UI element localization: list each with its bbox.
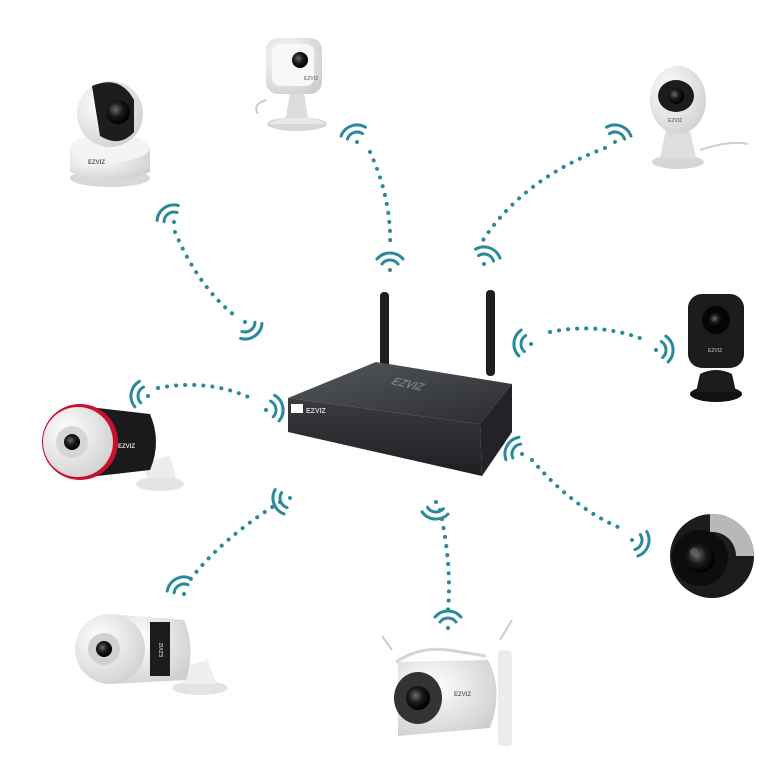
wifi-icon	[420, 497, 451, 522]
nvr-side-face	[480, 384, 512, 476]
nvr-antenna-left	[380, 292, 389, 374]
wifi-icon	[260, 392, 287, 425]
link-ball	[530, 458, 627, 532]
mini-black-camera-logo: EZVIZ	[708, 348, 722, 354]
link-bullet-outdoor	[188, 500, 282, 582]
wifi-icon	[231, 311, 267, 345]
link-pan-tilt	[173, 230, 240, 320]
cube-camera-logo: EZVIZ	[304, 76, 318, 82]
bullet-camera-siren: EZVIZ	[42, 404, 184, 491]
nvr-top-face	[288, 362, 512, 424]
link-egg	[478, 146, 607, 247]
bullet-siren-logo: EZVIZ	[118, 444, 135, 450]
nvr-front-badge	[291, 404, 303, 413]
link-dual-antenna	[438, 508, 451, 612]
link-mini-black	[548, 326, 647, 342]
wifi-icon	[651, 334, 676, 365]
wifi-icon	[127, 378, 154, 411]
wifi-icon	[600, 120, 635, 150]
wifi-icon	[152, 199, 188, 233]
wifi-icon	[433, 609, 463, 632]
link-bullet-siren	[156, 382, 257, 402]
wifi-nvr-recorder: EZVIZ EZVIZ	[288, 290, 512, 476]
connection-paths	[156, 146, 647, 612]
wifi-icon	[375, 251, 405, 274]
nvr-top-logo: EZVIZ	[388, 375, 428, 393]
nvr-front-face	[288, 398, 482, 476]
wifi-icon	[268, 483, 298, 518]
wifi-icon	[511, 328, 536, 359]
bullet-outdoor-logo: EZVIZ	[159, 643, 165, 657]
wifi-icon	[337, 120, 372, 150]
dual-antenna-camera: EZVIZ	[381, 619, 513, 746]
wifi-icon	[624, 525, 654, 560]
mini-black-camera: EZVIZ	[688, 294, 744, 402]
egg-camera: EZVIZ	[650, 66, 749, 169]
nvr-antenna-right	[486, 290, 495, 376]
egg-camera-logo: EZVIZ	[668, 118, 682, 124]
nvr-brand-label: EZVIZ	[306, 408, 327, 415]
dual-antenna-logo: EZVIZ	[454, 692, 471, 698]
link-cube-top	[368, 150, 393, 250]
cube-camera-top: EZVIZ	[255, 38, 327, 131]
pan-tilt-camera-logo: EZVIZ	[88, 160, 105, 166]
bullet-camera-outdoor: EZVIZ	[75, 614, 228, 695]
wifi-icon	[469, 242, 504, 272]
pan-tilt-camera: EZVIZ	[70, 81, 150, 187]
ball-camera	[670, 513, 755, 598]
